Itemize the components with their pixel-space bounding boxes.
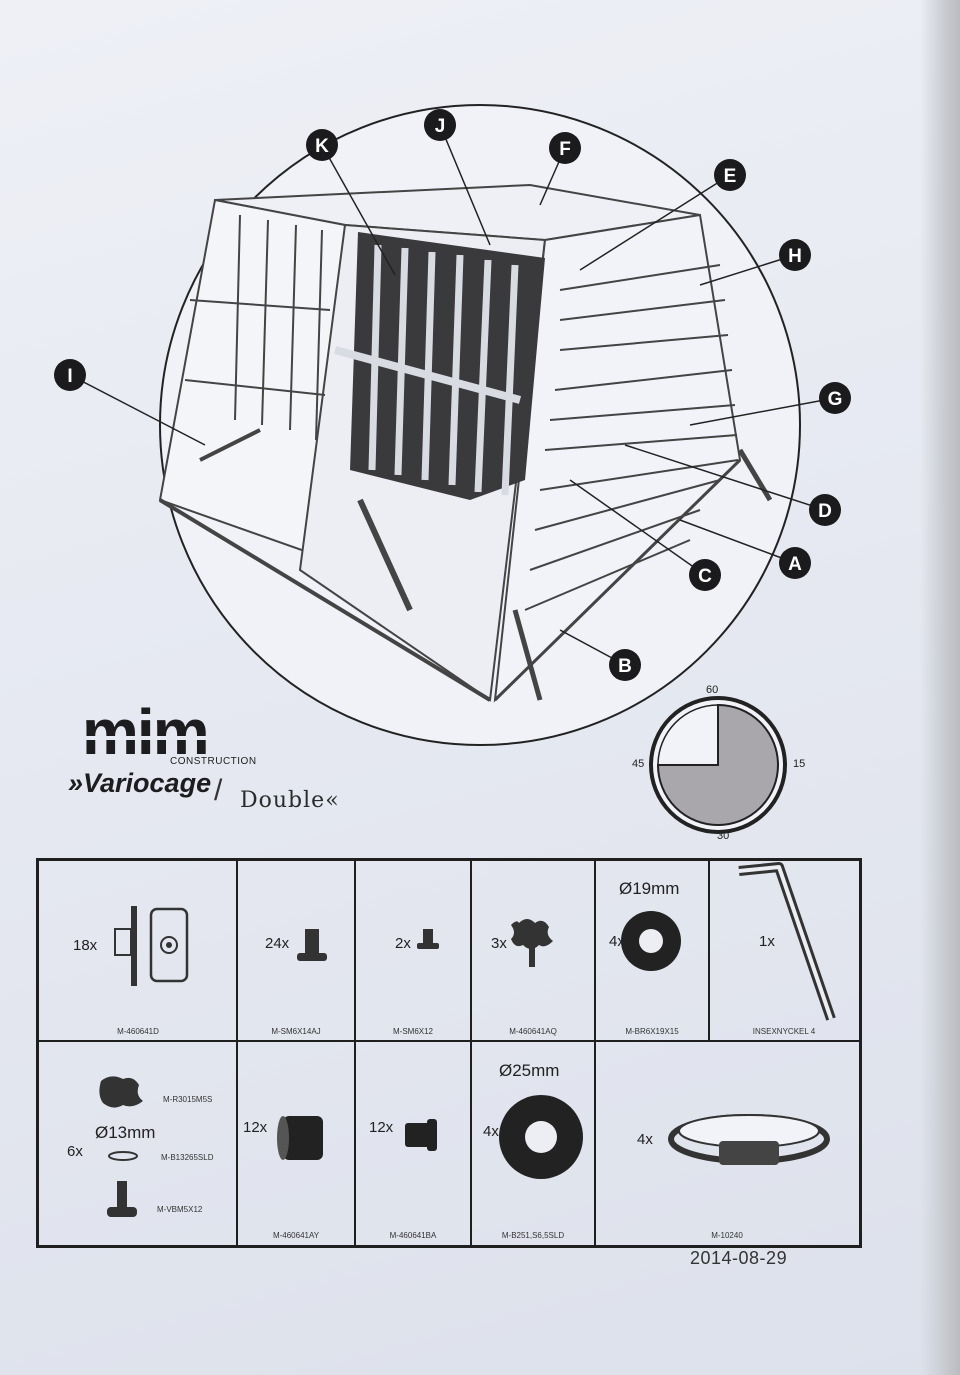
allen-key-icon [738,862,836,1021]
screw-icon-m6x14 [297,929,327,961]
callout-badges: K J F E H G D A C B I [54,109,851,681]
logo-slash: / [214,774,223,807]
part-code: M-R3015M5S [163,1095,213,1104]
washer-25mm-icon [499,1095,583,1179]
cage-diagram: K J F E H G D A C B I [54,104,851,834]
knob-icon [511,919,553,967]
callout-e-label: E [724,166,737,187]
callout-g-label: G [828,389,843,410]
spacer-sleeve-icon [277,1116,323,1160]
callout-j-label: J [435,116,446,137]
part-code: M-460641AQ [509,1027,557,1036]
angle-gauge [649,696,787,834]
part-qty: 6x [67,1143,83,1160]
callout-B: B [609,649,641,681]
part-qty: 4x [609,933,625,950]
part-qty: 3x [491,935,507,952]
part-diameter: Ø19mm [619,879,680,898]
washer-19mm-icon [621,911,681,971]
part-code: M-SM6X12 [392,1027,433,1036]
part-qty: 24x [265,935,290,952]
product-variant: Double« [240,788,340,813]
part-qty: 12x [369,1119,394,1136]
callout-E: E [714,159,746,191]
part-code: M-460641D [117,1027,159,1036]
part-qty: 2x [395,935,411,952]
callout-f-label: F [559,139,571,160]
callout-J: J [424,109,456,141]
brand-logo: mim [82,696,210,768]
part-code: M-10240 [711,1231,743,1240]
gauge-label-bottom: 30 [717,830,730,842]
callout-H: H [779,239,811,271]
brand-subtitle: CONSTRUCTION [170,756,257,767]
part-qty: 4x [483,1123,499,1140]
cage-front-bars [333,244,522,496]
part-code: M-B13265SLD [161,1153,214,1162]
washer-13mm-icon [108,1151,138,1161]
paper-edge-shadow [920,0,960,1375]
angle-gauge-sector [656,703,779,826]
part-diameter: Ø13mm [95,1123,156,1142]
screw-icon-m6x12 [417,929,439,949]
part-qty: 12x [243,1119,268,1136]
callout-a-label: A [788,554,802,575]
screw-icon-m5x12 [107,1181,137,1217]
document-date: 2014-08-29 [690,1248,788,1268]
part-code: M-460641BA [389,1231,437,1240]
product-name: »Variocage [68,768,212,798]
part-qty: 18x [73,937,98,954]
strap-icon [668,1114,830,1165]
part-code: M-VBM5X12 [157,1205,203,1214]
part-code: M-SM6X14AJ [271,1027,321,1036]
callout-h-label: H [788,246,802,267]
callout-G: G [819,382,851,414]
callout-A: A [779,547,811,579]
hinge-plate-icon [114,906,189,986]
callout-K: K [306,129,338,161]
part-code: M-BR6X19X15 [625,1027,679,1036]
callout-D: D [809,494,841,526]
callout-lines [69,124,836,666]
part-qty: 1x [759,933,775,950]
gauge-label-left: 45 [632,758,645,770]
plug-icon [405,1119,437,1151]
parts-table-grid [39,861,859,1245]
gauge-label-top: 60 [706,684,719,696]
part-code: M-B251,S6,5SLD [501,1231,565,1240]
part-code: M-460641AY [272,1231,320,1240]
callout-C: C [689,559,721,591]
callout-b-label: B [618,656,632,677]
callout-I: I [54,359,86,391]
part-code: INSEXNYCKEL 4 [752,1027,816,1036]
callout-k-label: K [315,136,329,157]
callout-c-label: C [698,566,712,587]
callout-d-label: D [818,501,832,522]
callout-F: F [549,132,581,164]
knob-small-icon [99,1076,143,1108]
part-qty: 4x [637,1131,653,1148]
callout-i-label: I [67,366,72,387]
gauge-label-right: 15 [793,758,806,770]
parts-table: 18x M-460641D 24x M-SM6X14AJ 2x M-SM6X12… [36,858,862,1248]
part-diameter: Ø25mm [499,1061,560,1080]
